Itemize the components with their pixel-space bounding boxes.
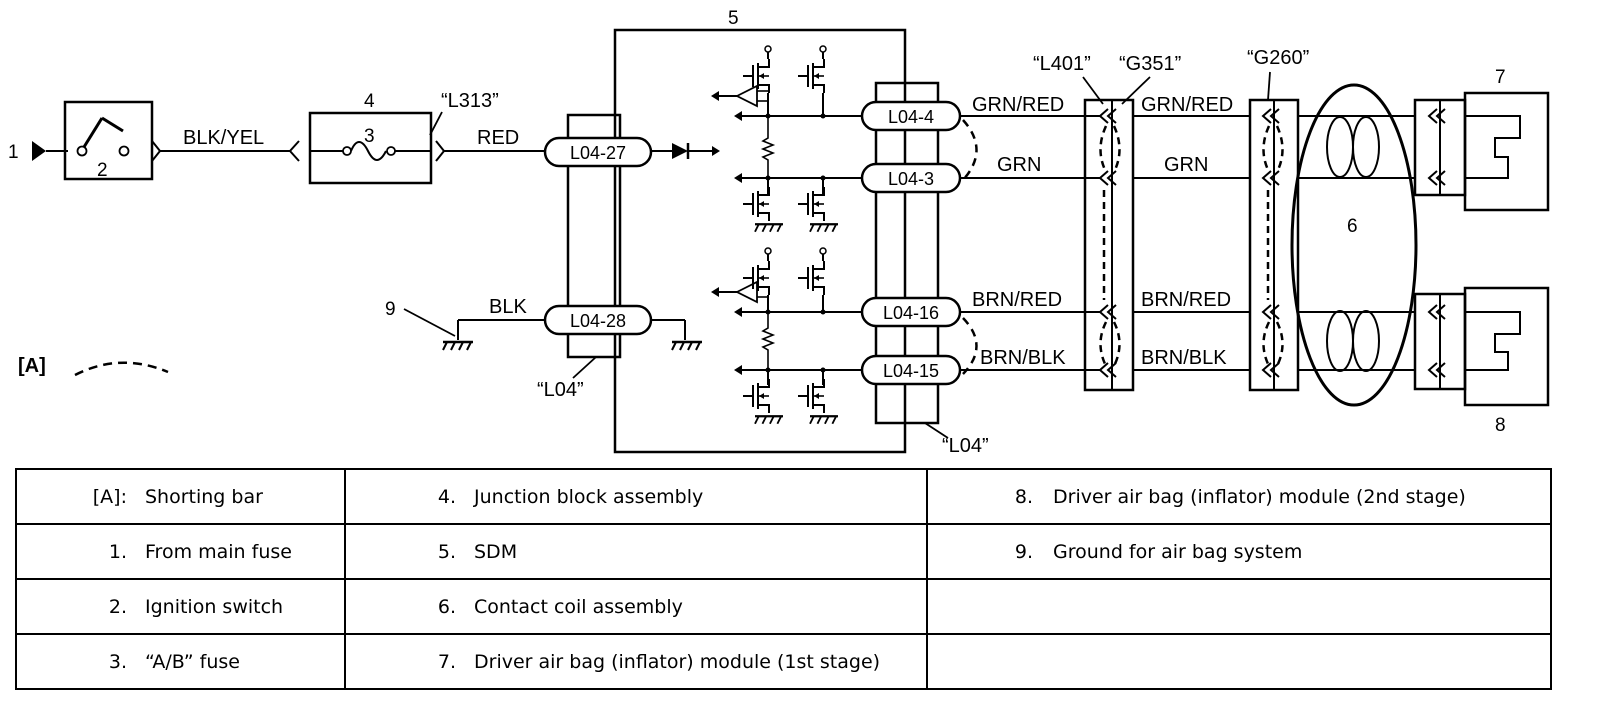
legend-row: 2. Ignition switch 6. Contact coil assembly (15, 578, 1552, 635)
wire-label-red: RED (477, 127, 519, 149)
from-main-fuse-input: 1 (8, 141, 68, 163)
wire-label-grn-1: GRN (997, 154, 1041, 176)
legend-item-description: Ignition switch (145, 595, 284, 618)
wire-label-brn-blk-2: BRN/BLK (1141, 347, 1227, 369)
legend-cell: 2. Ignition switch (15, 578, 346, 635)
legend-item-description: Driver air bag (inflator) module (1st st… (474, 650, 881, 673)
legend-item-number: 8. (1014, 485, 1033, 508)
wire-label-blk: BLK (489, 296, 527, 318)
svg-text:2: 2 (97, 160, 108, 181)
svg-text:1: 1 (8, 142, 19, 163)
legend-cell: [A]: Shorting bar (15, 468, 346, 525)
svg-text:“G351”: “G351” (1119, 53, 1181, 75)
legend-cell: 6. Contact coil assembly (344, 578, 928, 635)
svg-text:5: 5 (728, 8, 739, 29)
wire-label-grn-red-2: GRN/RED (1141, 94, 1233, 116)
svg-text:L04-16: L04-16 (883, 303, 939, 323)
legend-cell: 8. Driver air bag (inflator) module (2nd … (926, 468, 1552, 525)
legend-item-description: From main fuse (145, 540, 292, 563)
svg-text:L04-28: L04-28 (570, 311, 626, 331)
legend-item-description: Driver air bag (inflator) module (2nd st… (1053, 485, 1466, 508)
legend-table: [A]: Shorting bar 4. Junction block assembl… (15, 468, 1552, 690)
legend-item-number: 7. (437, 650, 456, 673)
sdm-internal-circuit (711, 45, 870, 425)
connector-g260: “G260” (1247, 47, 1309, 392)
connector-l04-right: L04-4 L04-3 L04-16 L04-15 “L04” (860, 81, 989, 457)
junction-block-assembly: 4 3 (308, 91, 433, 185)
air-bag-ground: 9 BLK (385, 296, 545, 352)
svg-text:L04-15: L04-15 (883, 361, 939, 381)
shorting-bar-symbol (74, 361, 169, 377)
legend-row: [A]: Shorting bar 4. Junction block assembl… (15, 468, 1552, 525)
legend-item-number: 9. (1014, 540, 1033, 563)
wire-label-brn-blk-1: BRN/BLK (980, 347, 1066, 369)
ignition-switch: 2 (63, 100, 162, 181)
connector-l401-g351: “L401” “G351” (1033, 53, 1181, 392)
legend-row: 3. “A/B” fuse 7. Driver air bag (inflator) … (15, 633, 1552, 690)
airbag-wiring-diagram: 1 2 BLK/YEL 4 3 “L313” RED 9 BLK (8, 8, 1550, 457)
legend-item-number: 4. (437, 485, 456, 508)
svg-text:“G260”: “G260” (1247, 47, 1309, 69)
legend-item-description: “A/B” fuse (145, 650, 240, 673)
legend-cell: 9. Ground for air bag system (926, 523, 1552, 580)
svg-text:4: 4 (364, 91, 375, 112)
legend-item-number: 1. (108, 540, 127, 563)
svg-text:9: 9 (385, 299, 396, 320)
svg-text:6: 6 (1347, 216, 1358, 237)
contact-coil-assembly: 6 (1290, 83, 1418, 407)
legend-cell (926, 633, 1552, 690)
wire-label-brn-red-1: BRN/RED (972, 289, 1062, 311)
legend-cell: 1. From main fuse (15, 523, 346, 580)
legend-item-description: Shorting bar (145, 485, 263, 508)
legend-row: 1. From main fuse 5. SDM 9. Ground for air ba… (15, 523, 1552, 580)
legend-item-description: SDM (474, 540, 518, 563)
connector-label-l313: “L313” (441, 90, 499, 112)
legend-cell: 4. Junction block assembly (344, 468, 928, 525)
svg-text:L04-3: L04-3 (888, 169, 934, 189)
connector-l04-left: L04-27 L04-28 “L04” (537, 113, 653, 401)
wire-label-blk-yel: BLK/YEL (183, 127, 264, 149)
driver-airbag-module-1st-stage: 7 (1413, 67, 1550, 212)
svg-text:“L04”: “L04” (942, 435, 989, 457)
ab-fuse-number: 3 (364, 126, 375, 147)
svg-text:“L401”: “L401” (1033, 53, 1091, 75)
sdm-module: 5 (613, 8, 907, 454)
legend-item-number: 2. (108, 595, 127, 618)
svg-text:7: 7 (1495, 67, 1506, 88)
legend-item-description: Ground for air bag system (1053, 540, 1303, 563)
svg-text:8: 8 (1495, 415, 1506, 436)
legend-item-number: 5. (437, 540, 456, 563)
legend-cell: 7. Driver air bag (inflator) module (1st … (344, 633, 928, 690)
wire-label-brn-red-2: BRN/RED (1141, 289, 1231, 311)
legend-cell: 5. SDM (344, 523, 928, 580)
legend-cell: 3. “A/B” fuse (15, 633, 346, 690)
legend-cell (926, 578, 1552, 635)
legend-item-number: [A]: (92, 485, 127, 508)
svg-text:“L04”: “L04” (537, 379, 584, 401)
svg-text:L04-27: L04-27 (570, 143, 626, 163)
legend-item-number: 3. (108, 650, 127, 673)
wire-label-grn-red-1: GRN/RED (972, 94, 1064, 116)
shorting-bar-marker: [A] (18, 355, 46, 377)
legend-item-description: Contact coil assembly (474, 595, 683, 618)
svg-text:L04-4: L04-4 (888, 107, 934, 127)
wire-label-grn-2: GRN (1164, 154, 1208, 176)
legend-item-number: 6. (437, 595, 456, 618)
legend-item-description: Junction block assembly (474, 485, 704, 508)
diode-symbol (672, 143, 688, 159)
driver-airbag-module-2nd-stage: 8 (1413, 286, 1550, 436)
